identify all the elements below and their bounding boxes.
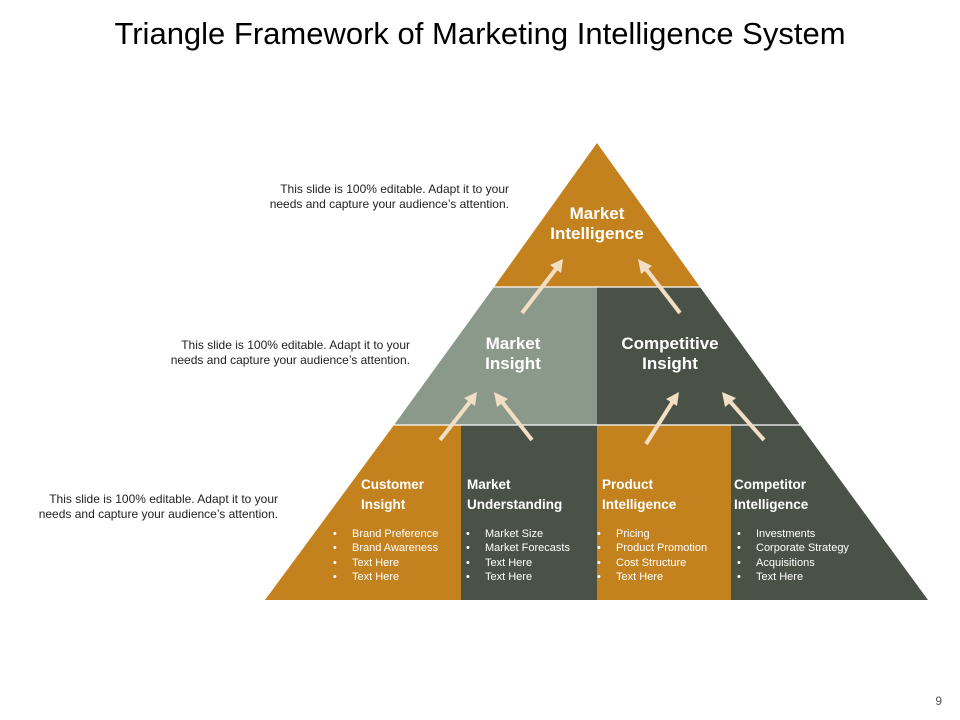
arrow-up-left-icon bbox=[644, 392, 679, 446]
note-bottom: This slide is 100% editable. Adapt it to… bbox=[38, 492, 278, 521]
note-middle: This slide is 100% editable. Adapt it to… bbox=[170, 338, 410, 367]
list-item: Market Forecasts bbox=[466, 541, 570, 556]
arrow-up-right-icon bbox=[722, 392, 766, 442]
arrow-up-right-icon bbox=[494, 392, 534, 442]
arrow-up-left-icon bbox=[438, 392, 477, 442]
list-market-understanding: Market Size Market Forecasts Text Here T… bbox=[466, 527, 570, 584]
list-item: Pricing bbox=[597, 527, 707, 542]
page-number: 9 bbox=[935, 694, 942, 708]
arrow-up-right-icon bbox=[638, 259, 682, 315]
list-item: Corporate Strategy bbox=[737, 541, 849, 556]
list-competitor-intelligence: Investments Corporate Strategy Acquisiti… bbox=[737, 527, 849, 584]
label-competitive-insight: Competitive Insight bbox=[621, 334, 719, 374]
arrow-up-left-icon bbox=[520, 259, 563, 315]
list-item: Investments bbox=[737, 527, 849, 542]
list-product-intelligence: Pricing Product Promotion Cost Structure… bbox=[597, 527, 707, 584]
label-product-intelligence: Product Intelligence bbox=[602, 477, 677, 512]
top-tier-market-intelligence bbox=[494, 143, 700, 287]
list-item: Text Here bbox=[597, 570, 707, 585]
page-title: Triangle Framework of Marketing Intellig… bbox=[114, 16, 846, 51]
list-item: Text Here bbox=[333, 556, 438, 571]
list-item: Text Here bbox=[737, 570, 849, 585]
middle-tier-competitive-insight bbox=[597, 287, 800, 425]
label-customer-insight: Customer Insight bbox=[361, 477, 425, 512]
list-item: Brand Awareness bbox=[333, 541, 438, 556]
label-market-insight: Market Insight bbox=[485, 334, 541, 374]
list-item: Text Here bbox=[333, 570, 438, 585]
label-market-understanding: Market Understanding bbox=[467, 477, 563, 512]
middle-tier-market-insight bbox=[394, 287, 597, 425]
list-item: Text Here bbox=[466, 556, 570, 571]
list-item: Cost Structure bbox=[597, 556, 707, 571]
list-item: Acquisitions bbox=[737, 556, 849, 571]
label-market-intelligence: Market Intelligence bbox=[550, 204, 644, 244]
note-top: This slide is 100% editable. Adapt it to… bbox=[269, 182, 509, 211]
list-item: Market Size bbox=[466, 527, 570, 542]
list-item: Product Promotion bbox=[597, 541, 707, 556]
list-item: Text Here bbox=[466, 570, 570, 585]
label-competitor-intelligence: Competitor Intelligence bbox=[734, 477, 809, 512]
list-customer-insight: Brand Preference Brand Awareness Text He… bbox=[333, 527, 438, 584]
list-item: Brand Preference bbox=[333, 527, 438, 542]
